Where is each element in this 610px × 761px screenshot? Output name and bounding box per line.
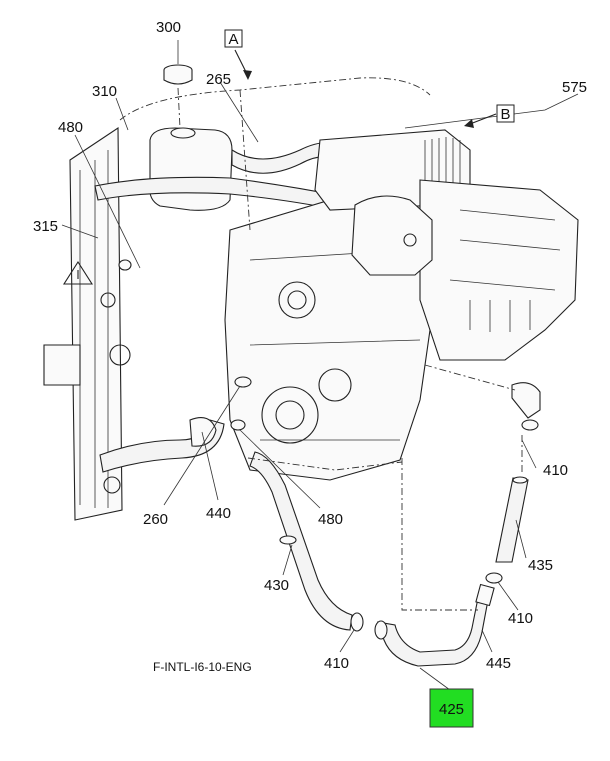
callout-425-highlight: 425 <box>429 688 474 728</box>
engine-illustration <box>43 64 579 667</box>
callout-440: 440 <box>206 505 231 522</box>
callout-445: 445 <box>486 655 511 672</box>
callout-310: 310 <box>92 83 117 100</box>
callout-480-bottom: 480 <box>318 511 343 528</box>
callout-315: 315 <box>33 218 58 235</box>
callout-430: 430 <box>264 577 289 594</box>
view-marker-b-label: B <box>500 106 510 123</box>
callout-480-top: 480 <box>58 119 83 136</box>
callout-labels: 300 265 310 480 575 315 410 435 410 260 … <box>33 19 587 672</box>
leader-lines <box>61 40 579 691</box>
view-marker-a: A <box>224 29 243 48</box>
view-marker-a-label: A <box>228 31 238 48</box>
callout-300: 300 <box>156 19 181 36</box>
callout-425: 425 <box>439 701 464 718</box>
callout-410-lower-right: 410 <box>508 610 533 627</box>
callout-410-right: 410 <box>543 462 568 479</box>
callout-575: 575 <box>562 79 587 96</box>
callout-265: 265 <box>206 71 231 88</box>
callout-410-bottom: 410 <box>324 655 349 672</box>
callout-260: 260 <box>143 511 168 528</box>
view-marker-b: B <box>496 104 515 123</box>
callout-435: 435 <box>528 557 553 574</box>
figure-caption: F-INTL-I6-10-ENG <box>153 660 252 674</box>
